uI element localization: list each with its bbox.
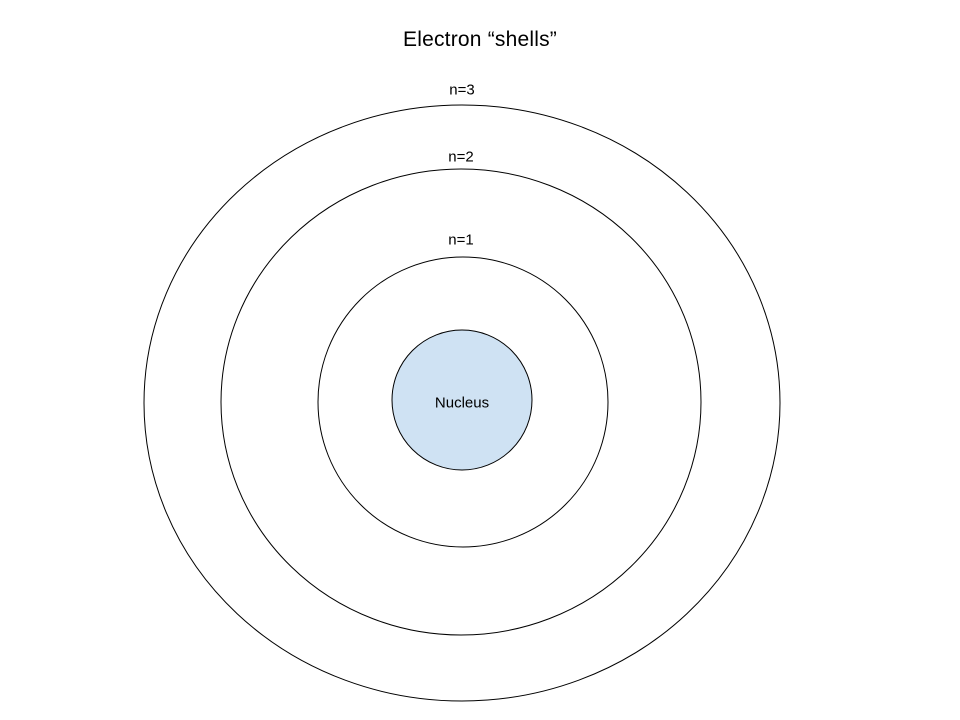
shell-n1-label: n=1 [448,231,474,249]
shell-n2-label: n=2 [448,148,474,166]
nucleus-label: Nucleus [434,394,490,412]
diagram-title: Electron “shells” [403,28,557,51]
nucleus-circle [391,329,533,471]
shell-n3-label: n=3 [449,81,475,99]
shell-n1-circle [317,256,609,548]
shell-n2-ellipse [220,168,702,636]
shell-n3-ellipse [143,104,781,702]
